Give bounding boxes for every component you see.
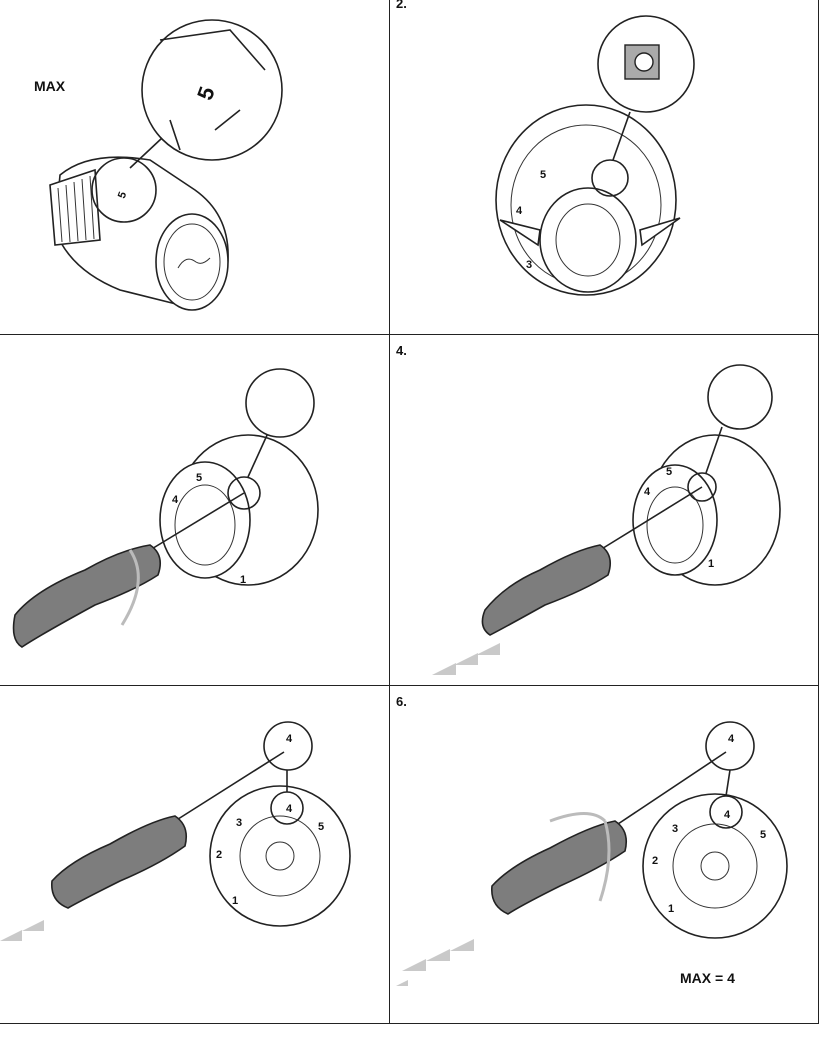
dial-number-2: 2 [652, 855, 658, 867]
dial-number-1: 1 [232, 895, 238, 907]
screwdriver-step-illustration: 4 3 5 2 1 4 [0, 721, 351, 941]
dial-number-2: 2 [216, 849, 222, 861]
panel-1: MAX 5 5 [0, 0, 389, 334]
magnifier-callout-icon [263, 721, 313, 771]
dial-number-4: 4 [724, 809, 731, 821]
row-divider-2 [0, 685, 818, 686]
dial-number-5: 5 [666, 466, 672, 478]
magnifier-callout-icon [705, 721, 755, 771]
screwdriver-step-illustration: 4 3 5 2 1 4 [396, 721, 788, 986]
instruction-grid [0, 0, 819, 1024]
dial-number-1: 1 [668, 903, 674, 915]
panel-6: 6. MAX = 4 4 3 5 2 1 4 [390, 686, 818, 1023]
callout-dial-number: 4 [286, 733, 293, 745]
dial-number-4: 4 [644, 486, 651, 498]
max-label: MAX [34, 78, 66, 94]
magnifier-callout-icon [707, 364, 773, 430]
screwdriver-icon [12, 544, 161, 648]
push-arrow-icon [432, 643, 500, 675]
step-number: 2. [396, 0, 407, 11]
panel-5: 4 3 5 2 1 4 [0, 686, 389, 1023]
panel-3: 4 5 1 [0, 335, 389, 685]
rotation-arrow-icon [549, 812, 607, 823]
dial-number-5: 5 [196, 472, 202, 484]
thermostat-sensor-icon: 5 5 [49, 19, 283, 311]
dial-number-4: 4 [172, 494, 179, 506]
screwdriver-icon [481, 544, 611, 636]
panel-4: 4. 4 5 1 [390, 335, 818, 685]
dial-number-5: 5 [540, 169, 546, 181]
dial-number-4: 4 [516, 205, 523, 217]
push-arrow-icon [0, 920, 44, 941]
column-divider [389, 0, 390, 1023]
step-number: 4. [396, 343, 407, 358]
screwdriver-step-illustration: 4 5 1 [12, 368, 319, 648]
panel-2: 2. 5 4 3 [390, 0, 818, 334]
row-divider-1 [0, 334, 818, 335]
dial-number: 5 [116, 190, 129, 200]
dial-number-5: 5 [760, 829, 766, 841]
rotation-arrow-icon [120, 549, 140, 626]
dial-number-1: 1 [708, 558, 714, 570]
screwdriver-step-illustration: 4 5 1 [432, 364, 781, 675]
screwdriver-icon [51, 815, 188, 909]
dial-number-3: 3 [672, 823, 678, 835]
dial-number-3: 3 [526, 259, 532, 271]
max-setting-label: MAX = 4 [680, 970, 735, 986]
step-number: 6. [396, 694, 407, 709]
callout-dial-number: 4 [728, 733, 735, 745]
magnifier-callout-icon [245, 368, 315, 438]
dial-number-1: 1 [240, 574, 246, 586]
push-arrow-icon [396, 939, 474, 986]
dial-number-4: 4 [286, 803, 293, 815]
screwdriver-icon [491, 820, 628, 915]
dial-number-5: 5 [318, 821, 324, 833]
thermostat-sensor-icon: 5 4 3 [495, 15, 695, 296]
dial-number-3: 3 [236, 817, 242, 829]
